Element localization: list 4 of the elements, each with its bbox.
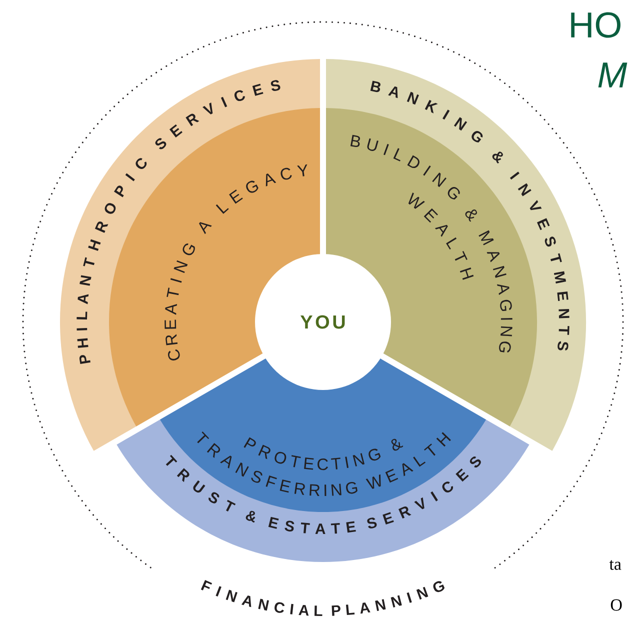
title-text: HO — [571, 12, 620, 38]
body-text: ta — [609, 560, 622, 570]
body-text: O — [610, 599, 622, 611]
title-text: M — [598, 62, 628, 88]
